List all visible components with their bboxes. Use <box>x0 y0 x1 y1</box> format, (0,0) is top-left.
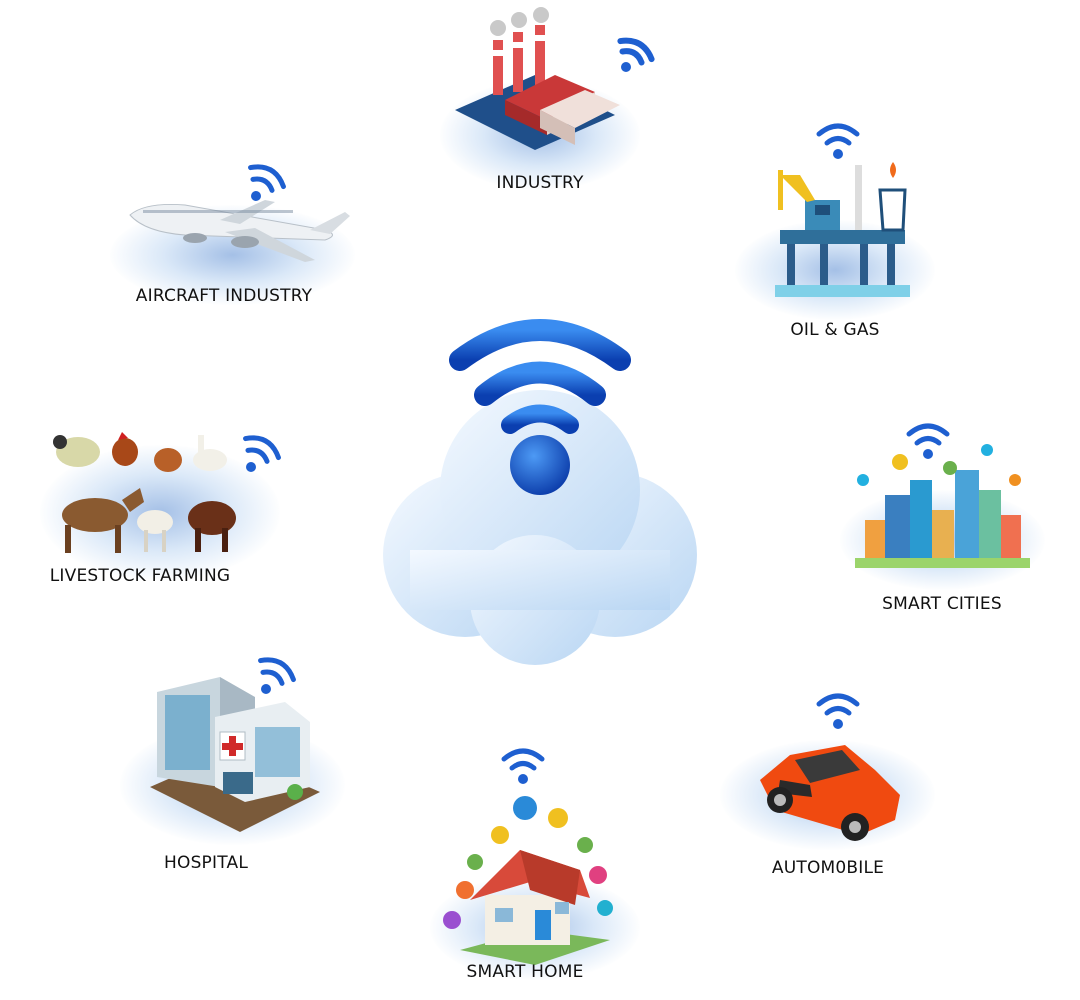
wifi-icon-smart-home <box>501 748 545 784</box>
node-smart-home: SMART HOME <box>425 745 655 990</box>
node-label: SMART CITIES <box>882 594 1002 614</box>
wifi-icon-hospital <box>258 657 296 694</box>
node-label: INDUSTRY <box>496 173 584 193</box>
cow-icon <box>188 501 236 535</box>
factory-icon <box>455 7 620 150</box>
wifi-icon-industry <box>617 37 655 72</box>
airplane-icon <box>129 200 350 262</box>
node-label: SMART HOME <box>466 962 584 982</box>
node-oil-gas: OIL & GAS <box>735 120 945 345</box>
smart-home-icon <box>443 796 613 965</box>
wifi-icon-aircraft <box>248 164 286 201</box>
wifi-icon-oil-gas <box>816 123 860 159</box>
wifi-signal-icon <box>449 319 631 434</box>
node-label: OIL & GAS <box>790 320 880 340</box>
node-automobile: AUTOM0BILE <box>720 690 940 890</box>
node-hospital: HOSPITAL <box>120 655 350 880</box>
sheep-icon <box>56 437 100 467</box>
cloud-hub <box>383 319 697 665</box>
hen-icon <box>154 448 182 472</box>
node-livestock: LIVESTOCK FARMING <box>40 425 300 595</box>
goat-icon <box>137 510 173 534</box>
node-label: LIVESTOCK FARMING <box>49 566 231 586</box>
node-label: HOSPITAL <box>164 853 248 873</box>
car-icon <box>760 745 900 841</box>
node-aircraft: AIRCRAFT INDUSTRY <box>110 160 360 310</box>
wifi-icon-smart-cities <box>906 423 950 459</box>
rooster-icon <box>112 438 138 466</box>
oil-rig-icon <box>775 162 910 297</box>
node-industry: INDUSTRY <box>440 7 660 200</box>
node-label: AIRCRAFT INDUSTRY <box>135 286 313 306</box>
hospital-building-icon <box>150 677 320 832</box>
horse-icon <box>62 498 128 532</box>
city-buildings-icon <box>855 444 1030 568</box>
node-smart-cities: SMART CITIES <box>840 420 1050 620</box>
wifi-icon-livestock <box>243 435 281 472</box>
wifi-dot-icon <box>510 435 570 495</box>
livestock-animals-icon <box>53 432 236 553</box>
cloud-icon <box>383 390 697 665</box>
wifi-icon-automobile <box>816 693 860 729</box>
node-label: AUTOM0BILE <box>771 858 885 878</box>
